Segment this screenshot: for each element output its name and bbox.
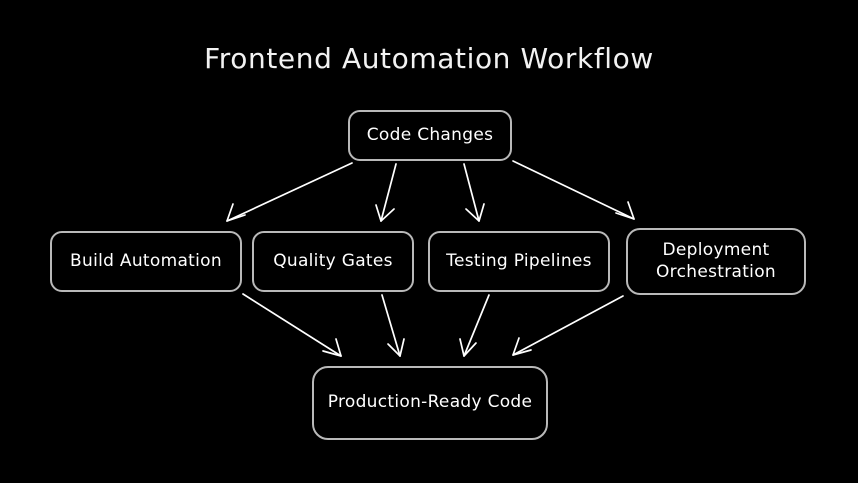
node-label: Deployment Orchestration xyxy=(656,240,776,282)
page-title: Frontend Automation Workflow xyxy=(204,42,654,75)
edge-testing-to-production xyxy=(459,294,490,357)
node-deployment-orchestration[interactable]: Deployment Orchestration xyxy=(626,228,806,295)
edge-deployment-to-production xyxy=(512,295,624,356)
edge-code-changes-to-quality xyxy=(375,163,397,222)
node-label: Quality Gates xyxy=(273,250,393,271)
node-label: Code Changes xyxy=(366,124,494,145)
node-build-automation[interactable]: Build Automation xyxy=(50,231,242,292)
node-production-ready-code[interactable]: Production-Ready Code xyxy=(312,366,548,440)
node-label: Build Automation xyxy=(70,250,222,271)
edge-build-to-production xyxy=(242,293,342,357)
node-quality-gates[interactable]: Quality Gates xyxy=(252,231,414,292)
edge-code-changes-to-testing xyxy=(463,163,485,222)
node-testing-pipelines[interactable]: Testing Pipelines xyxy=(428,231,610,292)
edge-code-changes-to-build xyxy=(226,162,353,222)
edge-code-changes-to-deployment xyxy=(512,160,635,220)
node-label: Production-Ready Code xyxy=(327,392,533,413)
edge-quality-to-production xyxy=(381,294,405,357)
node-label: Testing Pipelines xyxy=(446,250,592,271)
node-code-changes[interactable]: Code Changes xyxy=(348,110,512,161)
